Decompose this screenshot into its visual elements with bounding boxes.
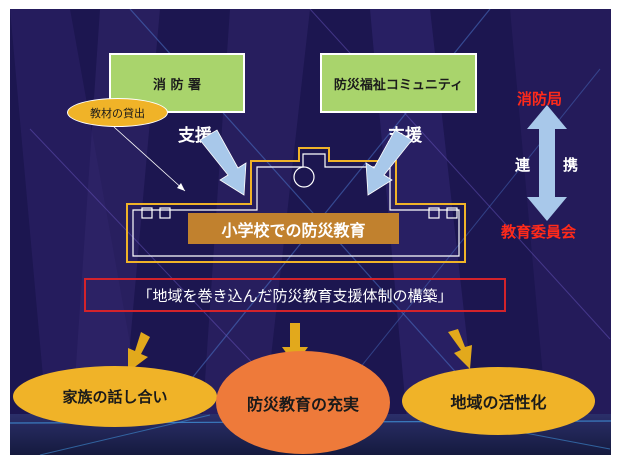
fire-department-label: 消防局 [517, 90, 563, 108]
banner-border [84, 278, 506, 312]
cooperation-label-left: 連 [515, 156, 531, 174]
outcome-oval-family: 家族の話し合い [13, 366, 217, 427]
cooperation-double-arrow [527, 105, 567, 221]
school-education-label: 小学校での防災教育 [221, 220, 366, 240]
banner-text: 「地域を巻き込んだ防災教育支援体制の構築」 [85, 279, 505, 311]
window-3 [428, 207, 440, 219]
outcome-label-community: 地域の活性化 [450, 393, 547, 412]
fire-station-label: 消 防 署 [152, 77, 202, 93]
cooperation-label-right: 携 [563, 156, 579, 174]
slide: 消 防 署 防災福祉コミュニティ 教材の貸出 支援 支援 [10, 9, 611, 455]
school-outline-inner [132, 153, 460, 257]
window-2 [159, 207, 171, 219]
materials-lending-oval: 教材の貸出 [67, 98, 168, 127]
materials-thin-arrow [113, 126, 186, 192]
community-box: 防災福祉コミュニティ [320, 53, 477, 113]
community-label: 防災福祉コミュニティ [333, 77, 464, 93]
outcome-arrow-right [448, 329, 472, 369]
outcome-oval-community: 地域の活性化 [402, 367, 595, 435]
outcome-oval-education: 防災教育の充実 [216, 351, 390, 454]
outcome-label-education: 防災教育の充実 [246, 394, 359, 414]
window-4 [446, 207, 458, 219]
support-arrow-left [199, 129, 247, 196]
materials-lending-label: 教材の貸出 [90, 106, 145, 120]
window-1 [141, 207, 153, 219]
banner-label: 「地域を巻き込んだ防災教育支援体制の構築」 [137, 286, 453, 305]
school-outline-outer [126, 147, 466, 263]
outcome-arrow-left [128, 332, 150, 372]
outcome-label-family: 家族の話し合い [62, 388, 168, 406]
school-education-title: 小学校での防災教育 [188, 213, 399, 244]
school-clock [293, 166, 315, 188]
support-arrow-right [365, 129, 413, 196]
board-of-education-label: 教育委員会 [501, 223, 577, 241]
materials-thin-arrowhead [177, 183, 185, 191]
